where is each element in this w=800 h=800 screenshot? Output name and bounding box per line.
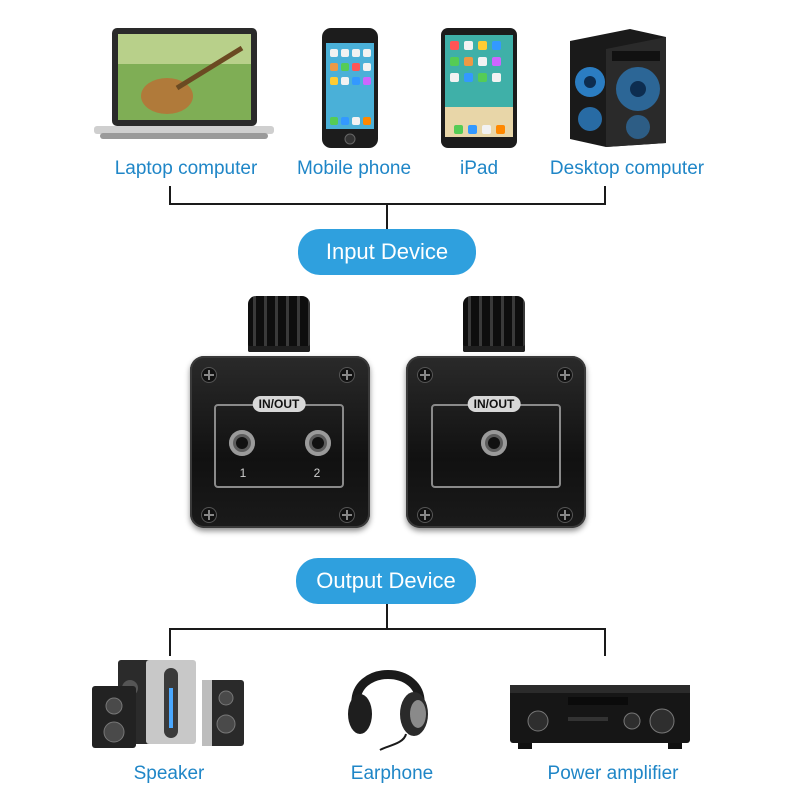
device-2-screw xyxy=(418,368,432,382)
input-bracket-left-drop xyxy=(169,186,171,205)
laptop-icon xyxy=(94,28,274,139)
device-1-screw xyxy=(202,508,216,522)
device-1-port-1-label: 1 xyxy=(239,466,247,480)
output-bracket-bar xyxy=(169,628,606,630)
output-device-label-speaker: Speaker xyxy=(133,763,205,784)
device-2-in-out-tag: IN/OUT xyxy=(467,396,521,412)
output-device-label-earphone: Earphone xyxy=(350,763,434,784)
device-1-screw xyxy=(202,368,216,382)
device-1-body xyxy=(190,356,370,528)
speaker-icon xyxy=(92,660,244,748)
device-1-port-2-label: 2 xyxy=(313,466,321,480)
input-device-label-laptop: Laptop computer xyxy=(114,158,258,179)
desktop-computer-icon xyxy=(570,29,666,147)
device-2-jack xyxy=(481,430,507,456)
device-1-in-out-tag: IN/OUT xyxy=(252,396,306,412)
device-2-screw xyxy=(558,368,572,382)
mobile-phone-icon xyxy=(322,28,378,148)
device-1-screw xyxy=(340,368,354,382)
headphones-icon xyxy=(348,670,428,751)
device-2-screw xyxy=(418,508,432,522)
device-1-knob xyxy=(248,296,310,352)
device-2-knob xyxy=(463,296,525,352)
input-device-label-mobile-phone: Mobile phone xyxy=(296,158,412,179)
output-bracket-left-drop xyxy=(169,628,171,656)
input-bracket-right-drop xyxy=(604,186,606,205)
output-device-badge: Output Device xyxy=(296,558,476,604)
power-amplifier-icon xyxy=(510,685,690,749)
input-device-label-ipad: iPad xyxy=(459,158,499,179)
device-1-screw xyxy=(340,508,354,522)
output-device-label-power-amplifier: Power amplifier xyxy=(547,763,679,784)
ipad-icon xyxy=(441,28,517,148)
device-1-jack-2 xyxy=(305,430,331,456)
output-bracket-stem xyxy=(386,604,388,630)
device-2-screw xyxy=(558,508,572,522)
input-device-badge: Input Device xyxy=(298,229,476,275)
device-1-jack-1 xyxy=(229,430,255,456)
input-bracket-stem xyxy=(386,203,388,229)
input-device-label-desktop: Desktop computer xyxy=(549,158,705,179)
output-bracket-right-drop xyxy=(604,628,606,656)
